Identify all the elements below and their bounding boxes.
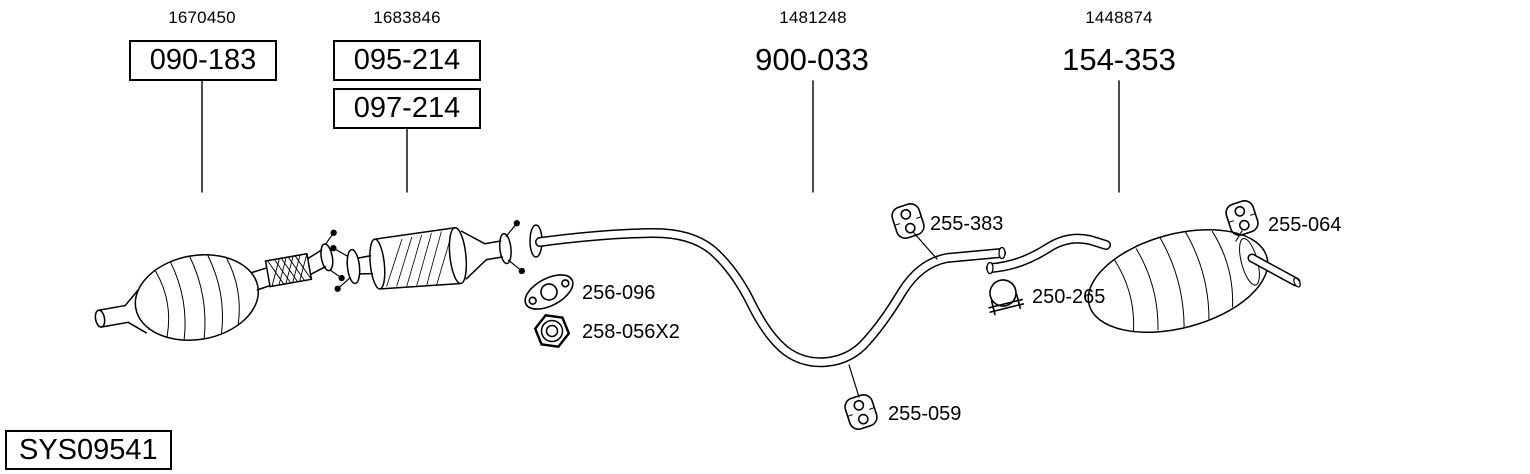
dpf-silencer-drawing xyxy=(330,220,525,292)
oe-ref-1683846: 1683846 xyxy=(373,8,441,27)
part-number-900-033[interactable]: 900-033 xyxy=(755,42,869,77)
oe-ref-1670450: 1670450 xyxy=(168,8,236,27)
callout-256-096[interactable]: 256-096 xyxy=(582,282,656,304)
callout-255-064[interactable]: 255-064 xyxy=(1268,214,1342,236)
front-catalytic-converter-drawing xyxy=(94,229,345,341)
rear-silencer-drawing xyxy=(986,228,1301,334)
callout-258-056X2[interactable]: 258-056X2 xyxy=(582,321,680,343)
center-exhaust-pipe-drawing xyxy=(529,224,1006,398)
oe-ref-1448874: 1448874 xyxy=(1085,8,1153,27)
part-number-154-353[interactable]: 154-353 xyxy=(1062,42,1176,77)
pipe-clamp-icon xyxy=(988,279,1025,316)
oe-ref-1481248: 1481248 xyxy=(779,8,847,27)
part-number-097-214[interactable]: 097-214 xyxy=(333,88,481,129)
system-code-box: SYS09541 xyxy=(5,430,172,470)
rubber-hanger-icon-255-383 xyxy=(888,200,928,242)
leader-lines xyxy=(201,80,1120,193)
rubber-hanger-icon-255-059 xyxy=(841,391,881,433)
callout-250-265[interactable]: 250-265 xyxy=(1032,286,1106,308)
callout-255-059[interactable]: 255-059 xyxy=(888,403,962,425)
flange-gasket-icon xyxy=(524,274,574,310)
part-number-090-183[interactable]: 090-183 xyxy=(129,40,277,81)
callout-255-383[interactable]: 255-383 xyxy=(930,213,1004,235)
part-number-095-214[interactable]: 095-214 xyxy=(333,40,481,81)
hex-nut-icon xyxy=(533,313,571,349)
